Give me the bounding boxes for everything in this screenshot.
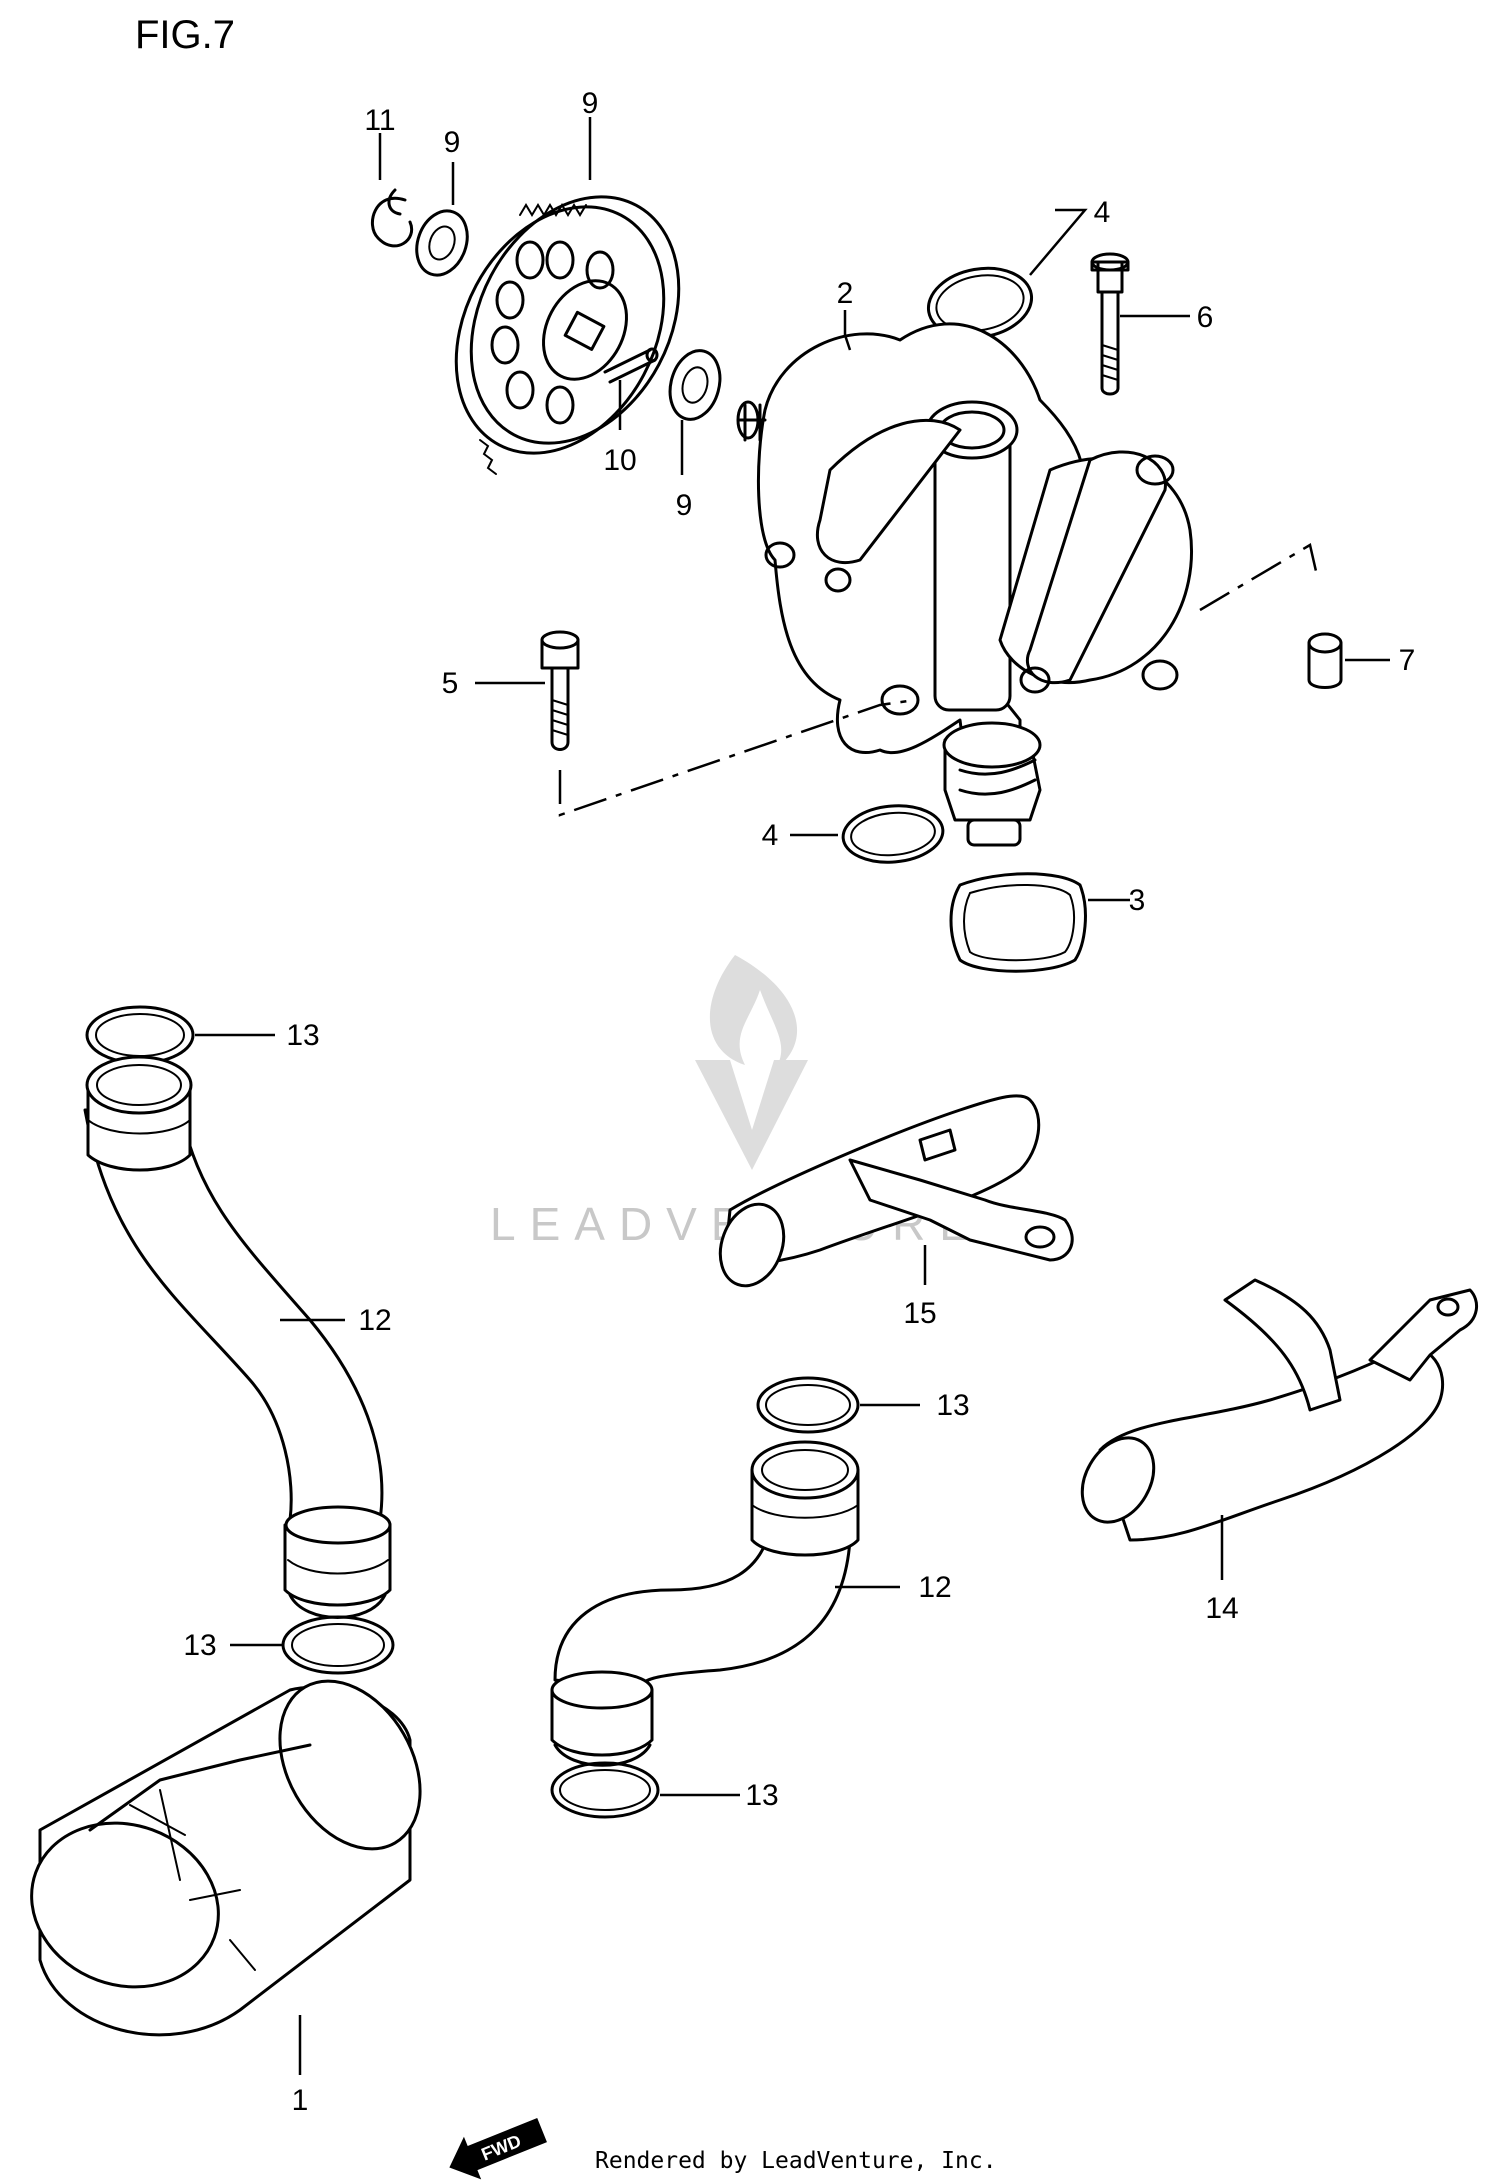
figure-label: FIG.7 xyxy=(135,13,235,57)
part-14-oil-pipe-bracket[interactable] xyxy=(1068,1278,1479,1542)
part-13-oring-c[interactable] xyxy=(756,1376,860,1434)
leader-lines xyxy=(195,117,1390,2075)
part-9-washer-lower[interactable] xyxy=(663,345,727,425)
part-12-oil-pipe-right[interactable] xyxy=(550,1440,860,1767)
part-10-pin[interactable] xyxy=(603,347,659,384)
callout-15: 15 xyxy=(903,1297,936,1330)
callout-3: 3 xyxy=(1129,884,1146,917)
callout-1: 1 xyxy=(292,2084,309,2117)
callout-13-d: 13 xyxy=(745,1779,778,1812)
part-5-bolt[interactable] xyxy=(540,630,580,751)
part-8-pump-gear[interactable] xyxy=(415,161,720,490)
part-13-oring-b[interactable] xyxy=(281,1615,395,1675)
callout-12-right: 12 xyxy=(918,1571,951,1604)
callouts: 11 9 9 10 9 4 2 6 5 7 4 3 13 12 13 1 13 … xyxy=(183,87,1415,2117)
part-13-oring-a[interactable] xyxy=(85,1005,195,1065)
callout-6: 6 xyxy=(1197,301,1214,334)
callout-2: 2 xyxy=(837,277,854,310)
part-2-oil-pump-body[interactable] xyxy=(736,322,1193,847)
part-15-oil-pipe-bracket[interactable] xyxy=(709,1094,1074,1295)
callout-7: 7 xyxy=(1399,644,1416,677)
callout-10: 10 xyxy=(603,444,636,477)
part-4-oring-lower[interactable] xyxy=(841,802,946,867)
callout-9-upper: 9 xyxy=(444,126,461,159)
callout-4-lower: 4 xyxy=(762,819,779,852)
part-9-washer-upper[interactable] xyxy=(408,204,476,282)
part-7-collar[interactable] xyxy=(1307,632,1343,689)
callout-13-b: 13 xyxy=(183,1629,216,1662)
callout-8: 9 xyxy=(582,87,599,120)
callout-9-lower: 9 xyxy=(676,489,693,522)
callout-13-a: 13 xyxy=(286,1019,319,1052)
callout-14: 14 xyxy=(1205,1592,1238,1625)
part-11-circlip[interactable] xyxy=(370,188,414,248)
alignment-lines xyxy=(558,543,1320,817)
render-credit: Rendered by LeadVenture, Inc. xyxy=(595,2148,997,2174)
callout-11: 11 xyxy=(364,104,395,137)
part-12-oil-pipe-left[interactable] xyxy=(83,1055,392,1619)
forward-arrow-icon: FWD xyxy=(449,2117,547,2180)
part-1-oil-filter[interactable] xyxy=(8,1656,448,2037)
callout-12-left: 12 xyxy=(358,1304,391,1337)
callout-13-c: 13 xyxy=(936,1389,969,1422)
part-13-oring-d[interactable] xyxy=(550,1761,660,1819)
part-3-gasket[interactable] xyxy=(949,872,1087,973)
callout-5: 5 xyxy=(442,667,459,700)
part-6-bolt[interactable] xyxy=(1090,252,1130,396)
callout-4-upper: 4 xyxy=(1094,196,1111,229)
